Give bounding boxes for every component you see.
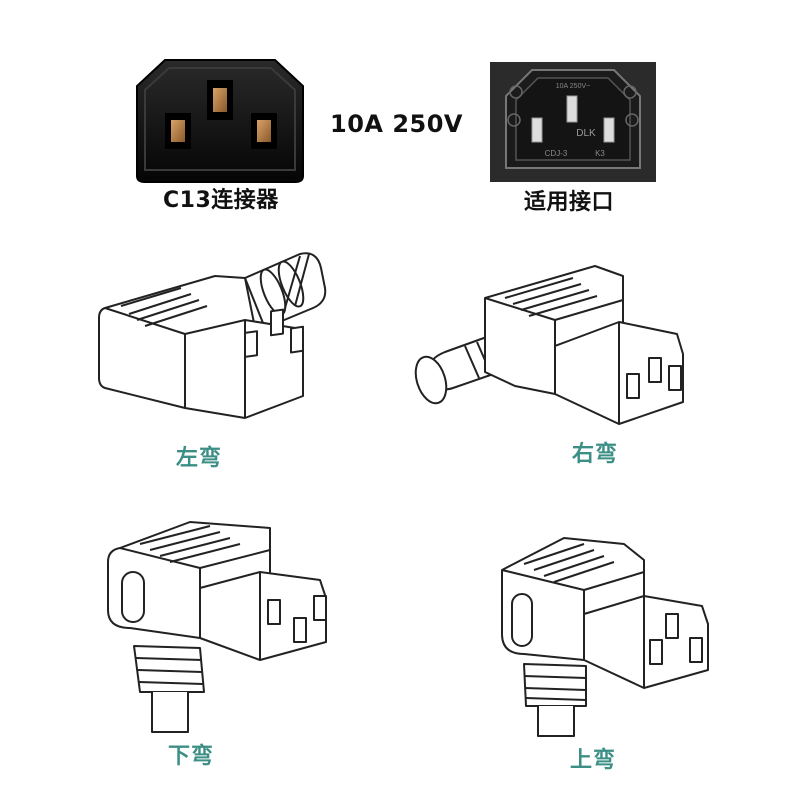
left-angle-connector-drawing — [98, 252, 327, 419]
c13-connector-face-image — [136, 59, 304, 183]
inlet-model-marking: CDJ-3 — [545, 149, 568, 158]
variant-label-up: 上弯 — [570, 748, 617, 773]
connector-label: C13连接器 — [163, 188, 279, 213]
rating-label: 10A 250V — [330, 110, 463, 138]
variant-label-left: 左弯 — [176, 446, 223, 471]
inlet-label: 适用接口 — [524, 190, 615, 215]
inlet-brand-marking: DLK — [576, 128, 596, 139]
c14-inlet-image: 10A 250V~ DLK CDJ-3 K3 — [490, 62, 656, 182]
down-angle-connector-drawing — [107, 521, 327, 733]
up-angle-connector-drawing — [501, 537, 709, 737]
variant-label-down: 下弯 — [168, 744, 215, 769]
right-angle-connector-drawing — [414, 265, 684, 425]
inlet-code-marking: K3 — [595, 149, 605, 158]
inlet-top-marking: 10A 250V~ — [556, 83, 590, 90]
variant-label-right: 右弯 — [572, 442, 619, 467]
